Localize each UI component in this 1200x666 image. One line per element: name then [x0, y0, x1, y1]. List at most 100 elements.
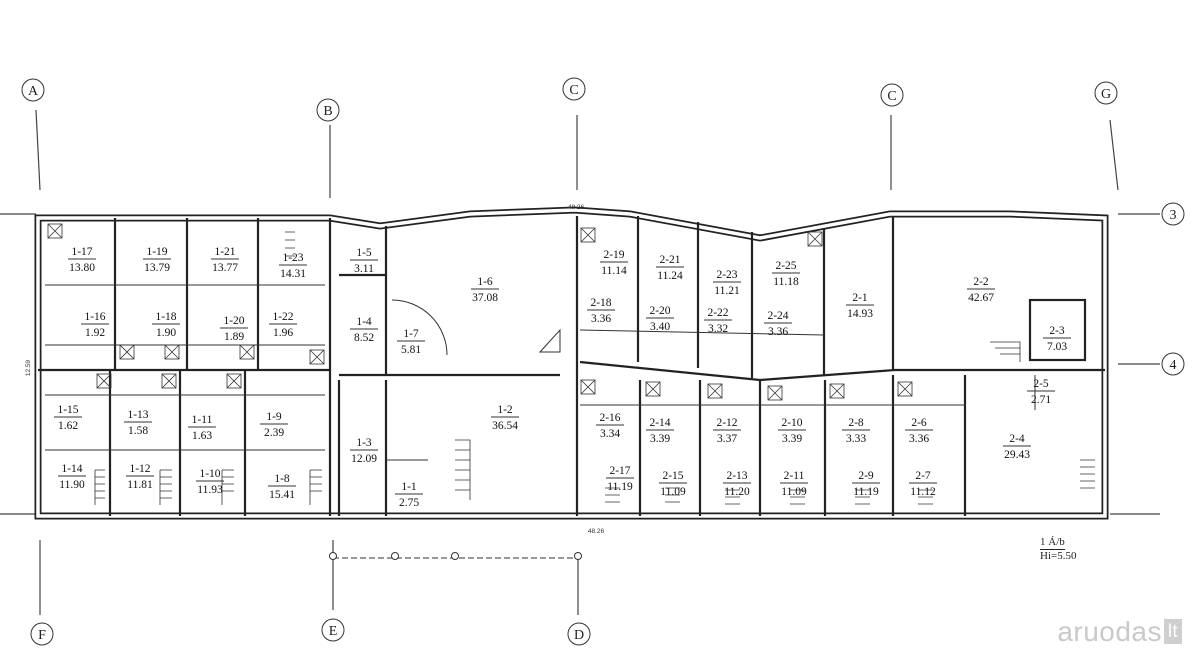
- svg-text:14.93: 14.93: [847, 308, 873, 320]
- left-dimension: 12.59: [25, 359, 32, 376]
- svg-text:1-20: 1-20: [223, 315, 244, 327]
- svg-text:2-6: 2-6: [911, 417, 927, 429]
- room-label: 2-223.32: [704, 307, 732, 335]
- central-partitions: [337, 226, 561, 516]
- room-label: 2-25 11.18: [772, 260, 800, 288]
- svg-text:2-20: 2-20: [649, 305, 670, 317]
- height-label: Hi=5.50: [1040, 550, 1077, 562]
- svg-text:2.39: 2.39: [264, 427, 284, 439]
- svg-text:11.93: 11.93: [197, 484, 223, 496]
- room-label: 2-103.39: [778, 417, 806, 445]
- room-label: 2-1 14.93: [846, 292, 874, 320]
- svg-text:1.63: 1.63: [192, 430, 212, 442]
- axis-label: 3: [1170, 208, 1177, 223]
- axis-marker-A: A: [21, 78, 45, 102]
- room-label: 1-92.39: [260, 411, 288, 439]
- svg-text:13.79: 13.79: [144, 262, 170, 274]
- svg-text:2-2: 2-2: [973, 276, 989, 288]
- axis-marker-C2: C: [880, 83, 904, 107]
- svg-text:2-24: 2-24: [767, 310, 788, 322]
- svg-text:1.62: 1.62: [58, 420, 78, 432]
- top-dimension: 48.26: [568, 204, 585, 211]
- svg-text:3.36: 3.36: [591, 313, 611, 325]
- svg-text:1-5: 1-5: [356, 247, 372, 259]
- svg-text:2-5: 2-5: [1033, 378, 1049, 390]
- svg-text:11.09: 11.09: [660, 486, 686, 498]
- room-label: 2-163.34: [596, 412, 624, 440]
- corridor-walls: [38, 216, 1105, 516]
- room-label: 1-637.08: [471, 276, 499, 304]
- svg-text:2-17: 2-17: [609, 465, 630, 477]
- svg-text:2-14: 2-14: [649, 417, 670, 429]
- room-label: 1-161.92: [81, 311, 109, 339]
- svg-text:1.58: 1.58: [128, 425, 148, 437]
- svg-text:2.71: 2.71: [1031, 394, 1051, 406]
- svg-text:2-21: 2-21: [659, 254, 680, 266]
- room-label: 2-123.37: [713, 417, 741, 445]
- svg-text:1-12: 1-12: [129, 463, 150, 475]
- grid-lines: [0, 109, 1160, 615]
- scale-label: 1 Á/b: [1040, 536, 1065, 550]
- svg-text:11.20: 11.20: [724, 486, 750, 498]
- bottom-dimension: 48.26: [588, 528, 605, 535]
- axis-label: B: [323, 104, 332, 119]
- room-label: 2-6 3.36: [905, 417, 933, 445]
- svg-text:1.89: 1.89: [224, 331, 244, 343]
- room-label: 2-203.40: [646, 305, 674, 333]
- svg-text:1-7: 1-7: [403, 328, 419, 340]
- shaft-markers: [47, 223, 913, 401]
- svg-text:3.36: 3.36: [909, 433, 929, 445]
- room-label: 1-221.96: [269, 311, 297, 339]
- svg-text:11.14: 11.14: [601, 265, 627, 277]
- svg-text:1-8: 1-8: [274, 473, 290, 485]
- axis-label: A: [28, 84, 39, 99]
- axis-marker-B: B: [316, 98, 340, 122]
- svg-text:13.80: 13.80: [69, 262, 95, 274]
- axis-label: G: [1101, 87, 1111, 102]
- axis-marker-C1: C: [562, 77, 586, 101]
- svg-text:3.32: 3.32: [708, 323, 728, 335]
- room-label: 1-312.09: [350, 437, 378, 465]
- room-label: 1-15 1.62: [54, 404, 82, 432]
- svg-text:2-25: 2-25: [775, 260, 796, 272]
- room-label: 2-143.39: [646, 417, 674, 445]
- room-label: 1-815.41: [268, 473, 296, 501]
- svg-text:2.75: 2.75: [399, 497, 419, 509]
- axis-marker-E: E: [321, 618, 345, 642]
- svg-text:1-15: 1-15: [57, 404, 78, 416]
- room-label: 1-181.90: [152, 311, 180, 339]
- svg-text:11.09: 11.09: [781, 486, 807, 498]
- svg-text:14.31: 14.31: [280, 268, 306, 280]
- room-label: 2-183.36: [587, 297, 615, 325]
- svg-text:11.18: 11.18: [773, 276, 799, 288]
- overall-dimensions: 48.26 48.26 12.59: [25, 204, 605, 535]
- svg-text:11.21: 11.21: [714, 285, 740, 297]
- axis-label: 4: [1170, 358, 1177, 373]
- svg-text:1-11: 1-11: [192, 414, 213, 426]
- room-label: 1-75.81: [397, 328, 425, 356]
- room-label: 1-20 1.89: [220, 315, 248, 343]
- svg-text:2-12: 2-12: [716, 417, 737, 429]
- svg-text:2-9: 2-9: [858, 470, 874, 482]
- svg-text:2-1: 2-1: [852, 292, 868, 304]
- room-label: 1-53.11: [350, 247, 378, 275]
- room-label: 1-12.75: [395, 481, 423, 509]
- svg-text:2-19: 2-19: [603, 249, 624, 261]
- svg-text:2-7: 2-7: [915, 470, 931, 482]
- svg-text:11.19: 11.19: [607, 481, 633, 493]
- svg-text:7.03: 7.03: [1047, 341, 1067, 353]
- watermark-tld: lt: [1164, 619, 1182, 644]
- svg-text:1.96: 1.96: [273, 327, 293, 339]
- room-label: 1-19 13.79: [143, 246, 171, 274]
- svg-text:42.67: 42.67: [968, 292, 994, 304]
- svg-text:1-19: 1-19: [146, 246, 167, 258]
